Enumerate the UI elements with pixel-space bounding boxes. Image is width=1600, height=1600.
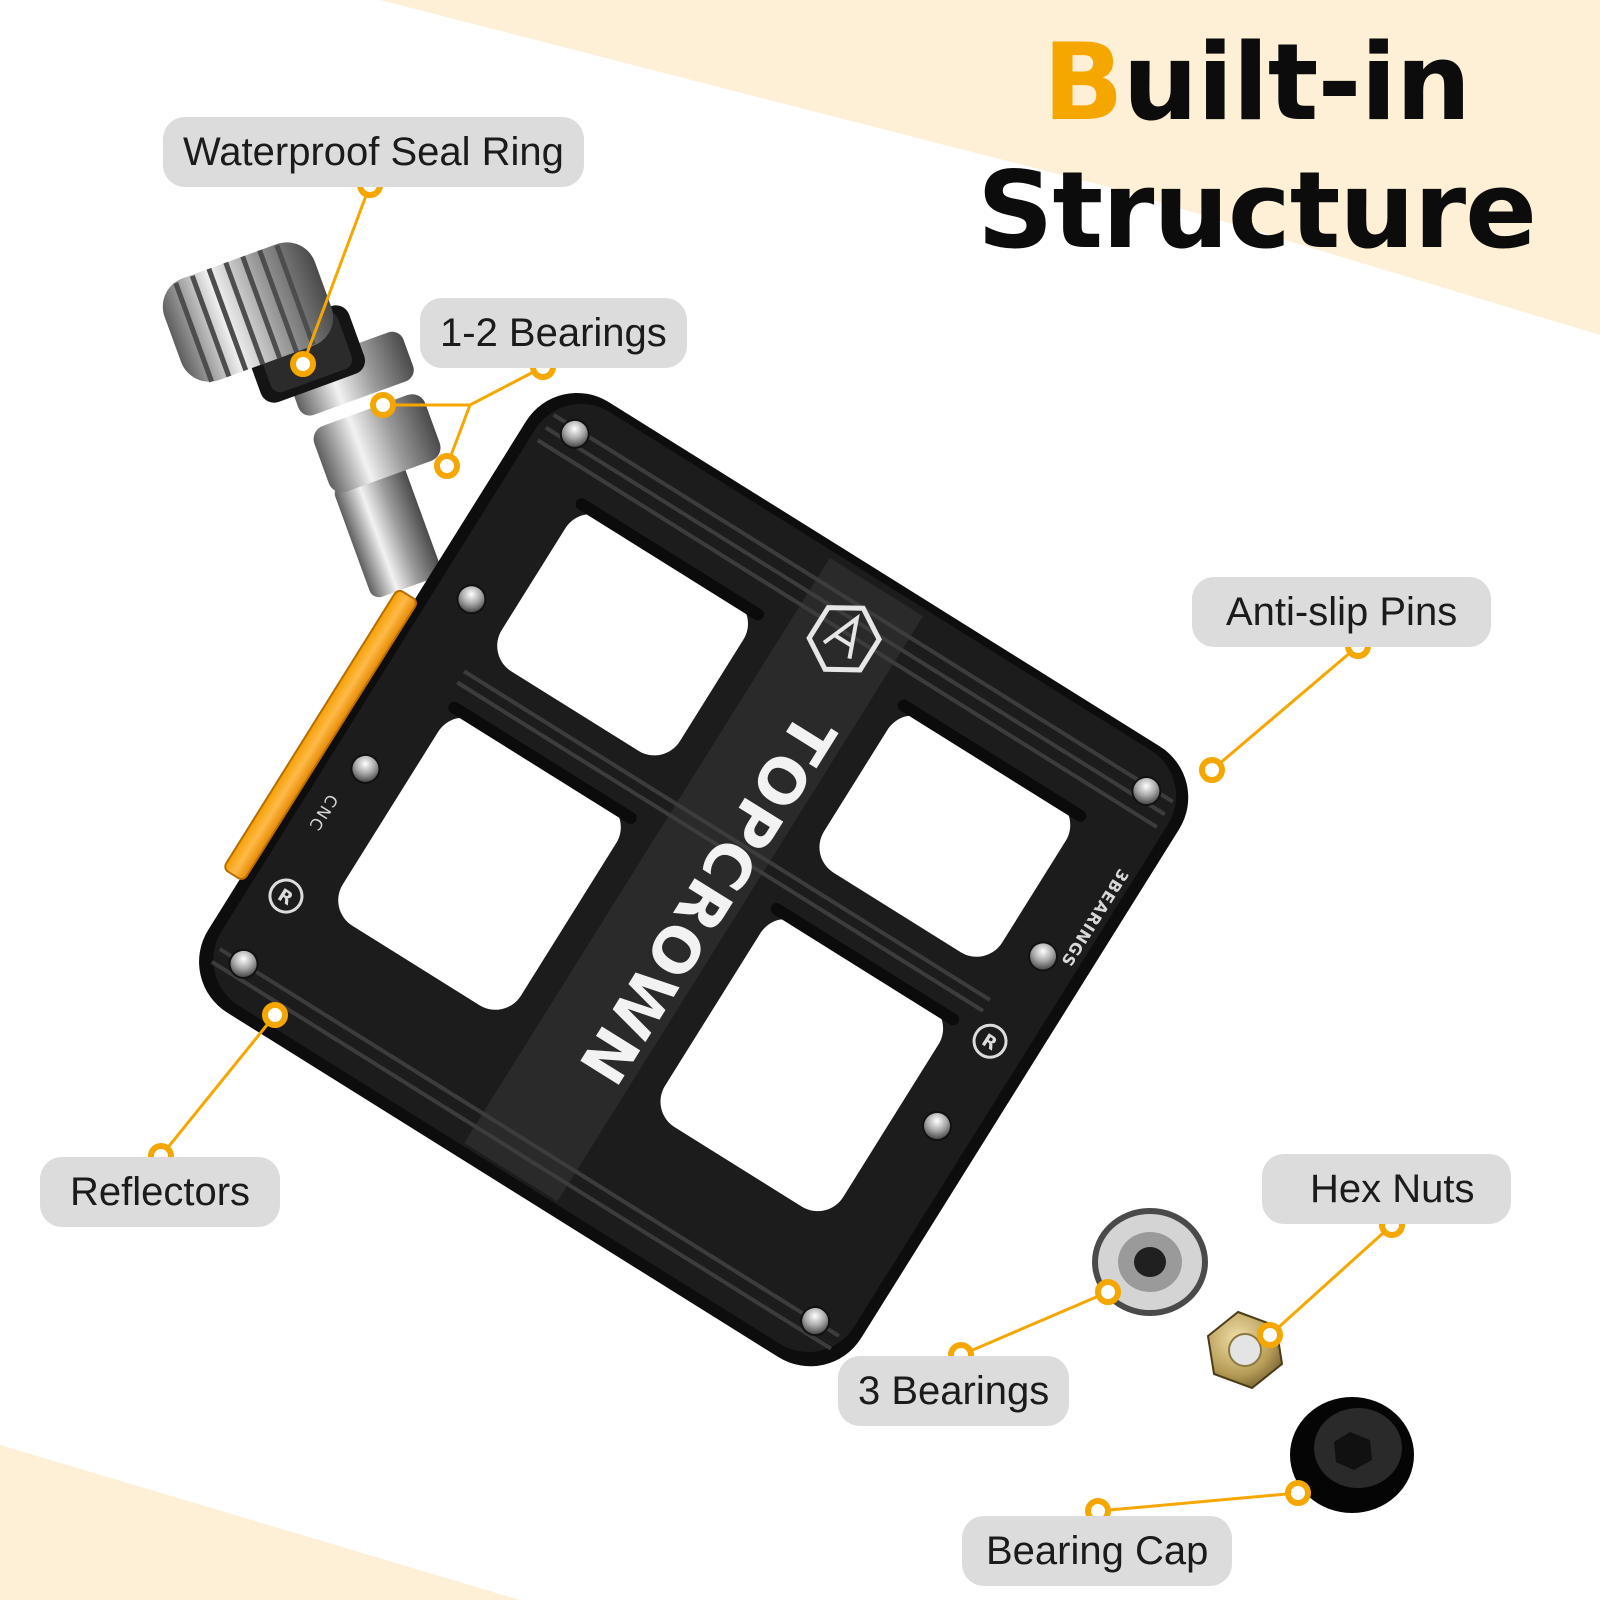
- background-band-top: [370, 0, 1600, 335]
- background-band-bottom: [0, 1445, 520, 1600]
- brand-logo-icon: [806, 605, 882, 673]
- callout-3-bearings: 3 Bearings: [838, 1356, 1070, 1426]
- title-line-1-rest: uilt-in: [1122, 21, 1472, 144]
- sealed-bearing-icon: [1092, 1208, 1208, 1316]
- page-title: Built-in Structure: [977, 30, 1537, 272]
- title-line-2: Structure: [977, 149, 1537, 272]
- callout-axle-bearings: 1-2 Bearings: [420, 298, 687, 368]
- callout-hex-nuts: Hex Nuts: [1262, 1154, 1511, 1224]
- callout-bearing-cap: Bearing Cap: [962, 1516, 1233, 1586]
- title-accent-letter: B: [1042, 21, 1124, 144]
- spindle: [162, 242, 441, 598]
- pedal-body: TOPCROWN 3BEARINGS CNC R R: [199, 392, 1189, 1367]
- reflector-strip: [224, 589, 417, 880]
- callout-waterproof-seal-ring: Waterproof Seal Ring: [163, 117, 584, 187]
- callout-anti-slip-pins: Anti-slip Pins: [1192, 577, 1492, 647]
- callout-reflectors: Reflectors: [40, 1157, 281, 1227]
- bearing-cap-icon: [1290, 1397, 1414, 1513]
- reflector-badge-icon: [268, 878, 1008, 1059]
- title-line-1: Built-in: [977, 30, 1536, 136]
